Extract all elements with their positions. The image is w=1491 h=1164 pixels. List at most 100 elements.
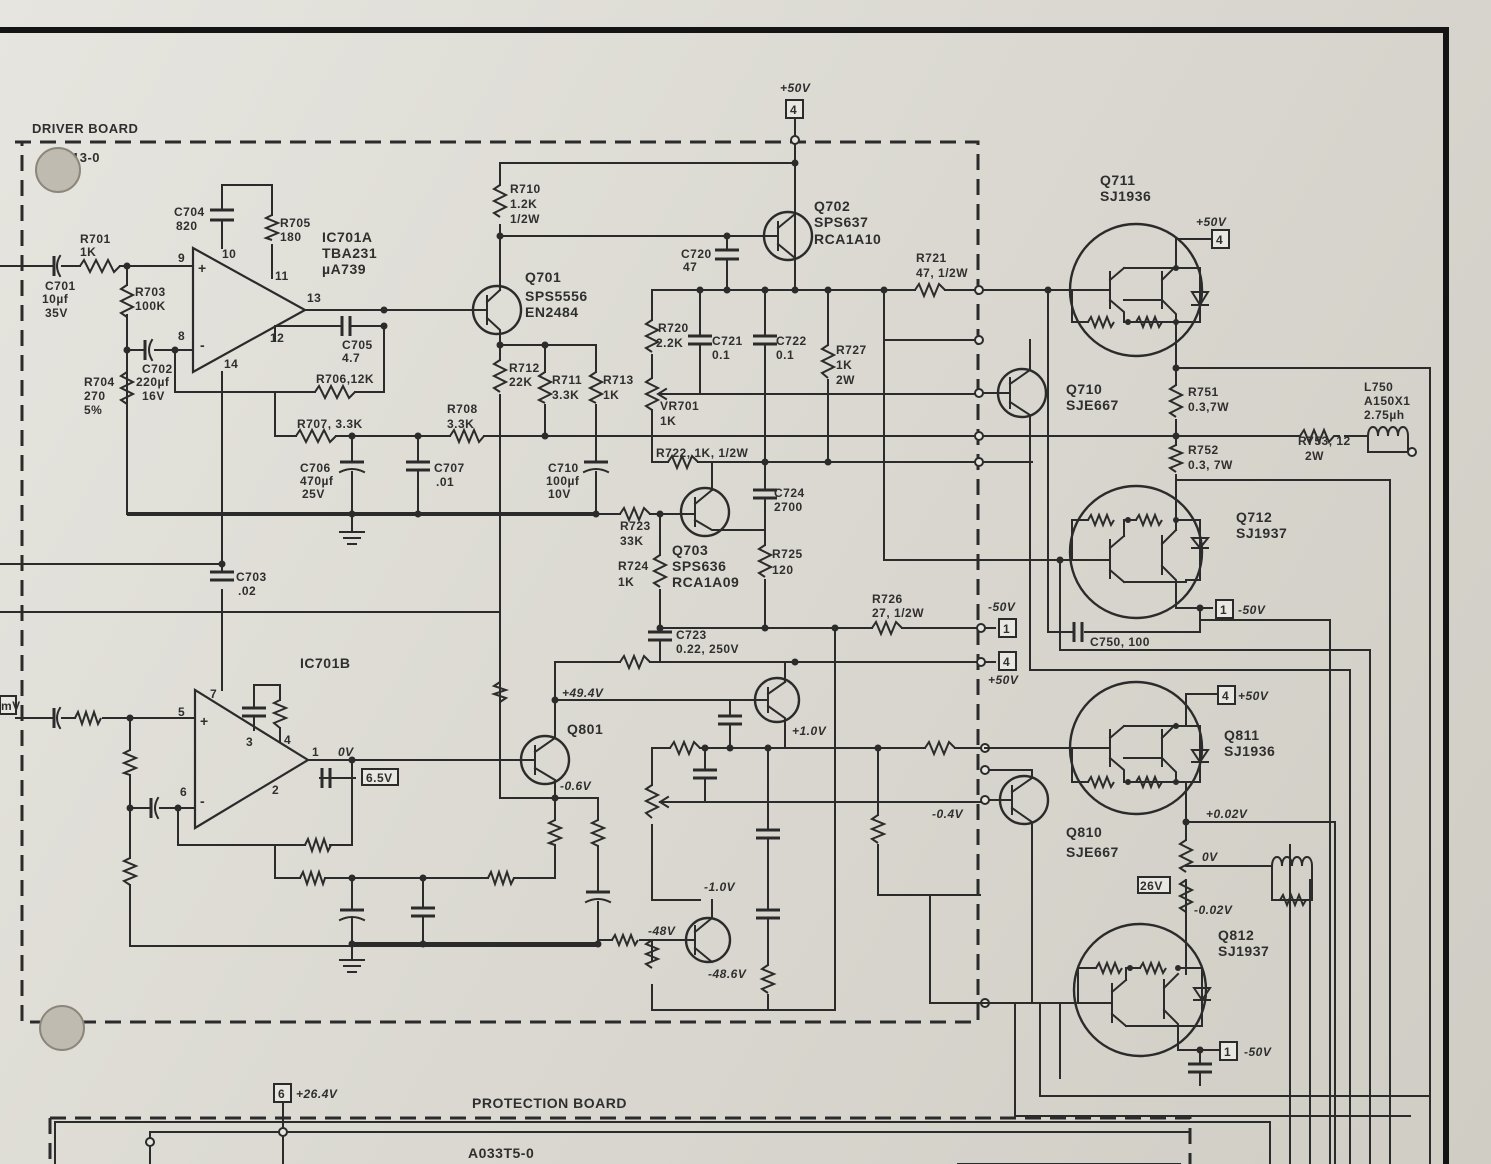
q712-drive-wire: [883, 289, 1061, 561]
junction: [1173, 779, 1179, 785]
r707-resistor: [295, 427, 337, 445]
ic701b-label: IC701B: [300, 655, 350, 671]
r752-label: R752: [1188, 443, 1219, 457]
q702-label: Q702: [814, 198, 850, 214]
ic701a-label: IC701A: [322, 229, 372, 245]
protection-wires: [54, 1121, 1271, 1164]
r722-label: R722, 1K, 1/2W: [656, 446, 749, 460]
r-em-lower-1-resistor: [1177, 839, 1195, 873]
pin-2: 2: [272, 783, 279, 797]
protection-board-code: A033T5-0: [468, 1145, 534, 1161]
q801-leads: [519, 699, 556, 799]
q712-emitter-wire: [1047, 289, 1213, 633]
q811-collector-wire: [1185, 693, 1219, 727]
r720-vr701-wire: [651, 289, 766, 463]
connector-pin: [790, 135, 800, 145]
c704-r705-loop: [221, 184, 273, 279]
connector-pin: [974, 431, 984, 441]
r708-resistor: [449, 427, 485, 445]
left-bus-wires: [0, 563, 501, 613]
r726-value: 27, 1/2W: [872, 606, 924, 620]
c723-value: 0.22, 250V: [676, 642, 739, 656]
r751-label: R751: [1188, 385, 1219, 399]
r753-resistor: [1299, 427, 1340, 445]
r723-label: R723: [620, 519, 651, 533]
pin-8: 8: [178, 329, 185, 343]
pin-3: 3: [246, 735, 253, 749]
c705-value: 4.7: [342, 351, 360, 365]
r706-label: R706,12K: [316, 372, 374, 386]
r-m48v-resistor: [611, 932, 639, 948]
r725-resistor: [756, 544, 774, 578]
lower-caps-wire: [351, 877, 424, 947]
r704-value-2: 5%: [84, 403, 102, 417]
q711-collector-wire: [1175, 238, 1213, 269]
junction: [761, 624, 769, 632]
q-plus10v-transistor: [753, 676, 801, 724]
pin-10: 10: [222, 247, 236, 261]
v-m48: -48V: [648, 924, 676, 938]
junction: [1127, 965, 1133, 971]
feedback-wire: [174, 349, 286, 393]
r-q801-e2-resistor: [589, 819, 607, 847]
pin-13: 13: [307, 291, 321, 305]
junction: [123, 346, 131, 354]
c701-value-1: 10µf: [42, 292, 69, 306]
junction: [419, 940, 427, 948]
r751-value: 0.3,7W: [1188, 400, 1229, 414]
terminal-4-q811: [1217, 685, 1236, 705]
q712-internal-wire: [1071, 519, 1137, 561]
q812-internal-wire: [1077, 967, 1141, 1004]
r-lower-return-resistor: [869, 814, 887, 844]
r-bias-lower-2-resistor: [924, 739, 956, 757]
pin-5: 5: [178, 705, 185, 719]
ic701a-plus: +: [198, 260, 207, 276]
l750-value-1: A150X1: [1364, 394, 1410, 408]
r727-value-2: 2W: [836, 373, 855, 387]
c702-value-2: 16V: [142, 389, 165, 403]
r726-resistor: [871, 619, 903, 637]
output-resistor-lower: [1279, 892, 1307, 908]
c701-value-2: 35V: [45, 306, 68, 320]
c724-value: 2700: [774, 500, 803, 514]
r712-label: R712: [509, 361, 540, 375]
ic701b-feedback-wire: [177, 759, 353, 846]
c710-plate-b: [582, 468, 610, 474]
vr701-label: VR701: [660, 399, 699, 413]
c701-plate-b: [56, 254, 62, 278]
q711-type: SJ1936: [1100, 188, 1151, 204]
q811-internal-resistor-2: [1135, 774, 1163, 790]
terminal-1-q812-num: 1: [1224, 1045, 1231, 1059]
connector-pin: [974, 457, 984, 467]
connector-pin: [974, 388, 984, 398]
v-ic701b-out: 0V: [338, 745, 354, 759]
terminal-1-mid-voltage: -50V: [988, 600, 1016, 614]
q712-internal-resistor-1: [1087, 512, 1115, 528]
q703-type-1: SPS636: [672, 558, 726, 574]
c710-value-2: 10V: [548, 487, 571, 501]
junction: [726, 744, 734, 752]
meas-65v-label: 6.5V: [366, 771, 393, 785]
r707-label: R707, 3.3K: [297, 417, 363, 431]
r701-resistor: [79, 257, 121, 275]
c-lower-1-plate-b: [338, 916, 366, 922]
v-m486: -48.6V: [708, 967, 747, 981]
q702-leads: [764, 212, 797, 291]
r-lower-b1-resistor: [299, 868, 326, 888]
terminal-4-mid-num: 4: [1003, 655, 1010, 669]
q812-terminal-voltage: -50V: [1244, 1045, 1272, 1059]
l750-label: L750: [1364, 380, 1393, 394]
punch-hole-bottom: [39, 1005, 85, 1051]
c703-value: .02: [238, 584, 256, 598]
meas-65v-box: [361, 768, 399, 786]
r-q-m486-base-resistor: [643, 939, 661, 969]
connector-pin: [976, 657, 986, 667]
r713-resistor: [587, 371, 605, 404]
pin-1: 1: [312, 745, 319, 759]
junction: [380, 306, 388, 314]
c706-value-2: 25V: [302, 487, 325, 501]
r723-resistor: [619, 505, 651, 523]
r710-label: R710: [510, 182, 541, 196]
q811-type: SJ1936: [1224, 743, 1275, 759]
c721-label: C721: [712, 334, 743, 348]
